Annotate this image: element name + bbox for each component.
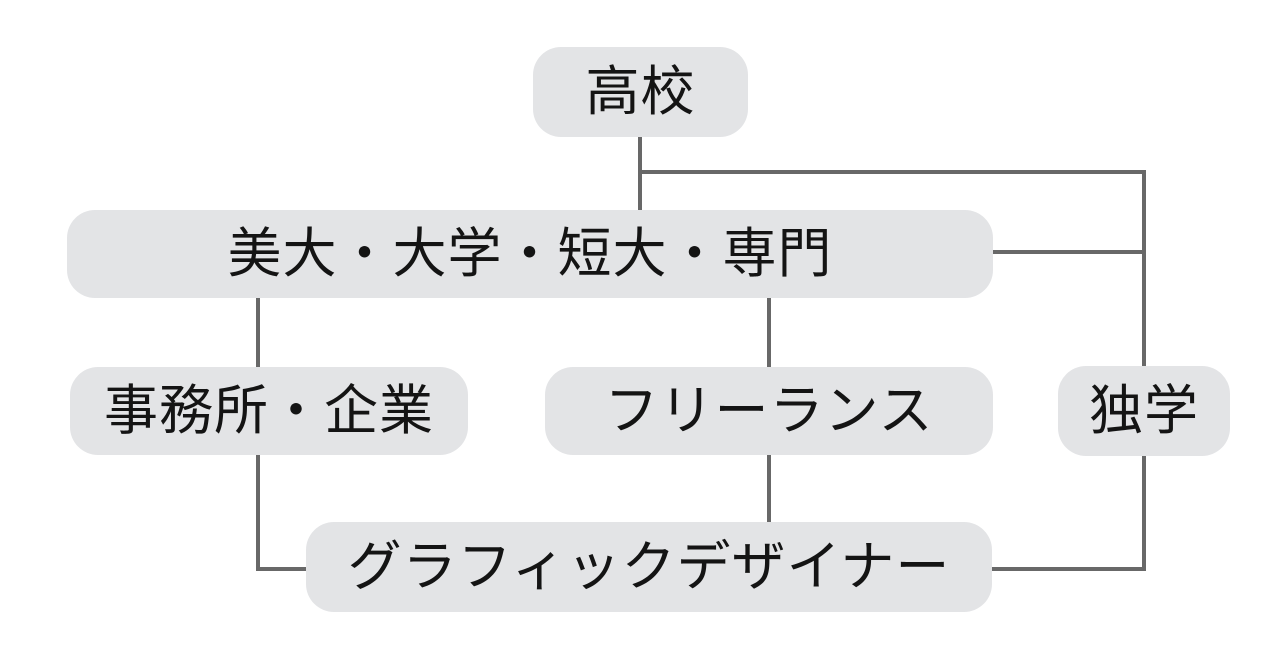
connector-selftaught-elbow <box>992 567 1146 571</box>
connector-college-to-office <box>256 298 260 367</box>
node-self-taught: 独学 <box>1058 366 1230 456</box>
node-office-company: 事務所・企業 <box>70 367 468 455</box>
connector-right-column-upper <box>1142 170 1146 366</box>
connector-freelance-down <box>767 455 771 523</box>
connector-highschool-branch <box>638 170 1146 174</box>
node-college: 美大・大学・短大・専門 <box>67 210 993 298</box>
connector-selftaught-down <box>1142 456 1146 571</box>
node-freelance: フリーランス <box>545 367 993 455</box>
node-high-school: 高校 <box>533 47 748 137</box>
node-graphic-designer: グラフィックデザイナー <box>306 522 992 612</box>
connector-college-to-freelance <box>767 298 771 367</box>
connector-college-to-selftaught <box>993 250 1146 254</box>
connector-office-down <box>256 455 260 571</box>
connector-office-elbow <box>256 567 306 571</box>
